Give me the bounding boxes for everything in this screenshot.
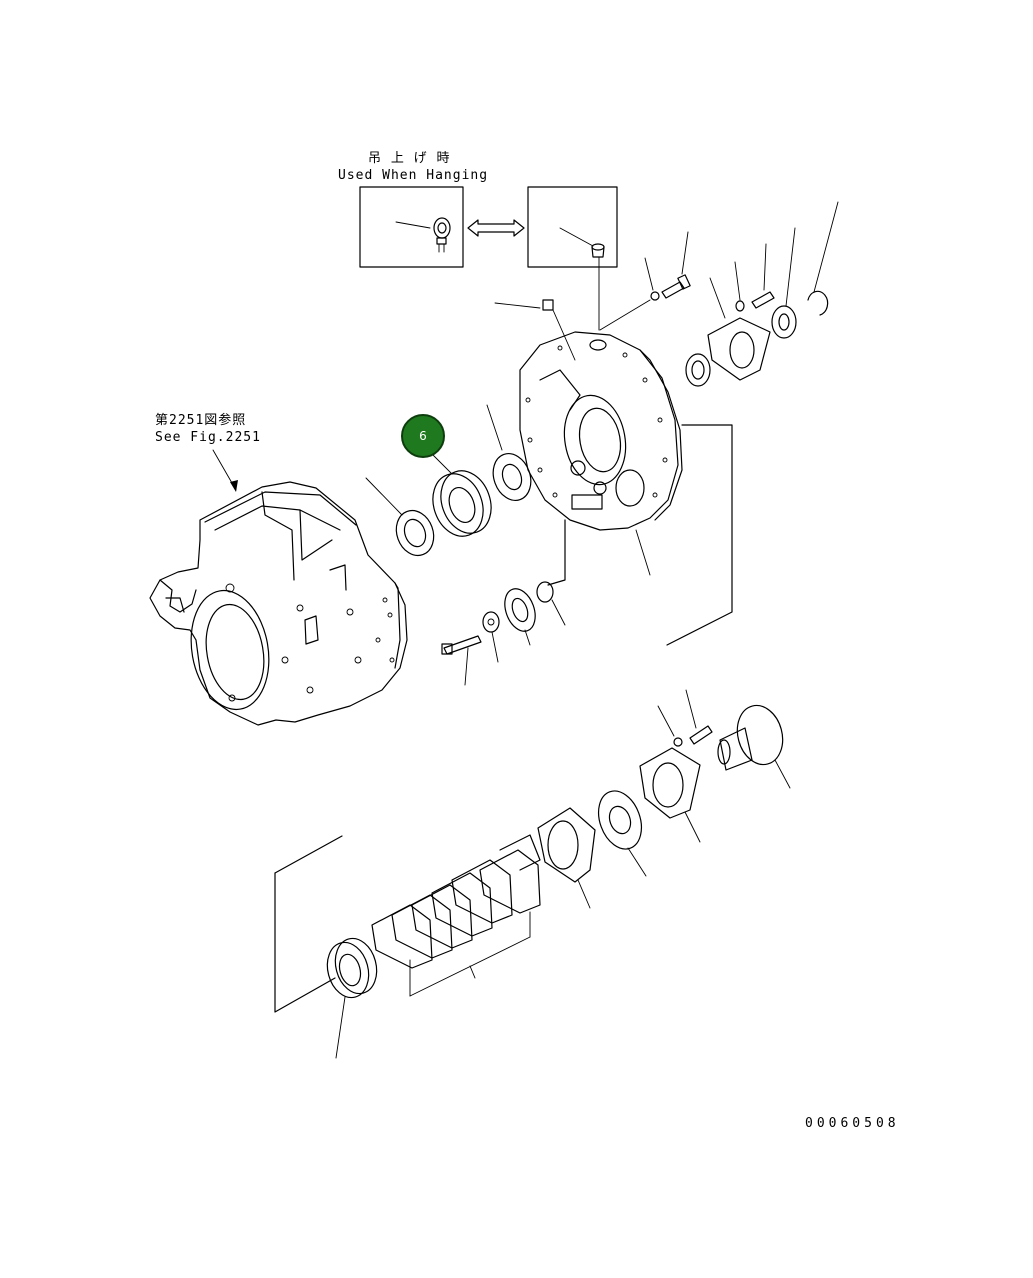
eyebolt-icon [395, 217, 451, 253]
shaft-assembly [537, 689, 791, 909]
callout-number: 6 [419, 429, 427, 443]
plug-icon [559, 227, 605, 331]
double-arrow-icon [467, 219, 525, 237]
middle-parts [441, 424, 733, 686]
hanging-detail [359, 186, 618, 331]
reference-label-en: See Fig.2251 [155, 430, 261, 445]
transmission-case [149, 481, 408, 726]
bearing-group-left [365, 404, 532, 557]
reference-leader [212, 449, 238, 492]
part-callout-6[interactable]: 6 [401, 414, 445, 458]
disc-stack [274, 834, 541, 1059]
hanging-label-jp: 吊 上 げ 時 [368, 151, 451, 166]
reference-label-jp: 第2251図参照 [155, 413, 247, 428]
upper-right-parts [599, 201, 839, 387]
hanging-label-en: Used When Hanging [338, 168, 489, 183]
cover-plate [494, 299, 683, 576]
drawing-number: 00060508 [805, 1116, 900, 1131]
